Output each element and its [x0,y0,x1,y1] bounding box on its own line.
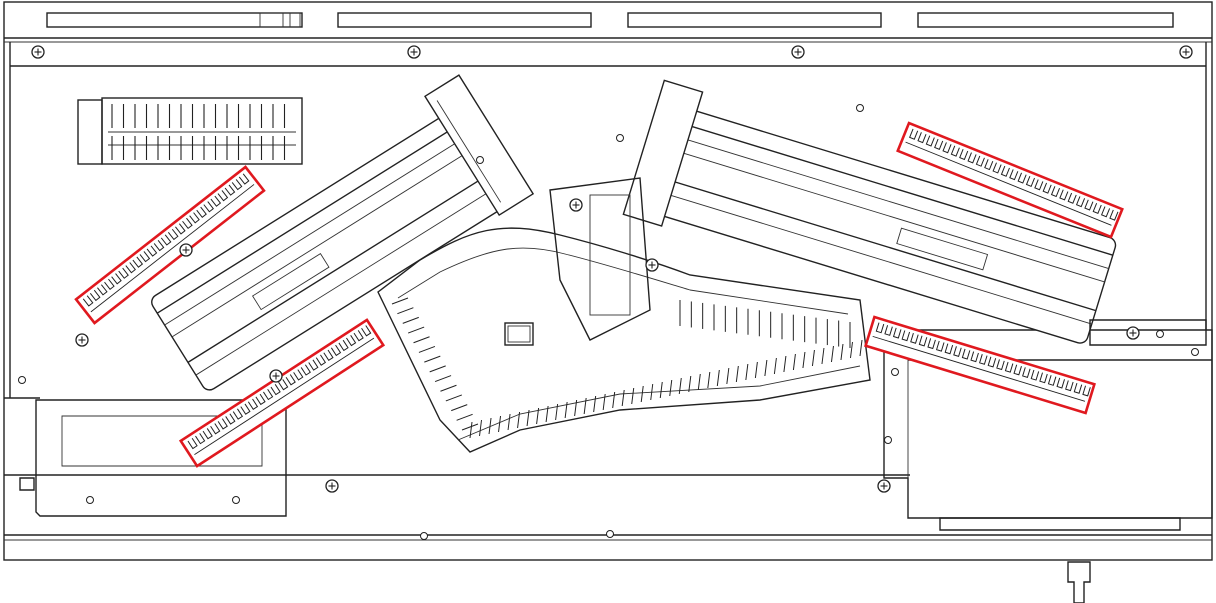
screw-icon [791,45,805,59]
screw-icon [325,479,339,493]
screw-icon [407,45,421,59]
screw-icon [75,333,89,347]
vent-slot [627,12,882,28]
mount-hole [476,156,484,164]
right-rail [1089,319,1207,346]
fiber-tray-left-upper-clip [74,165,266,325]
mount-hole [232,496,240,504]
mount-hole [891,368,899,376]
mount-hole [1191,348,1199,356]
mount-hole [1156,330,1164,338]
screw-icon [1126,326,1140,340]
vent-slot [46,12,303,28]
vent-slot [337,12,592,28]
highlight-frame [864,315,1096,415]
highlight-frame [896,121,1124,239]
top-vent-slots [46,12,1174,28]
highlight-frame [74,165,266,325]
screw-icon [569,198,583,212]
connector-stub [1067,561,1091,603]
screw-icon [645,258,659,272]
mount-hole [606,530,614,538]
mount-hole [86,496,94,504]
mount-hole [616,134,624,142]
cassette-end-cap [424,74,535,217]
chassis-outline [3,1,1213,561]
fiber-tray-right-lower-clip [864,315,1096,415]
fiber-tray-right-upper-clip [896,121,1124,239]
screw-icon [31,45,45,59]
mount-hole [420,532,428,540]
screw-icon [269,369,283,383]
mount-hole [856,104,864,112]
mount-hole [884,436,892,444]
middle-support-bracket [549,177,651,341]
left-splice-cassette [151,74,535,391]
right-splice-cassette [622,79,1117,344]
top-left-splice-holder [77,97,303,165]
mount-hole [18,376,26,384]
highlighted-clip-regions [74,121,1124,468]
screw-icon [877,479,891,493]
vent-slot [917,12,1174,28]
central-fiber-tray [377,227,871,453]
screw-set [18,45,1199,540]
screw-icon [179,243,193,257]
screw-icon [1179,45,1193,59]
